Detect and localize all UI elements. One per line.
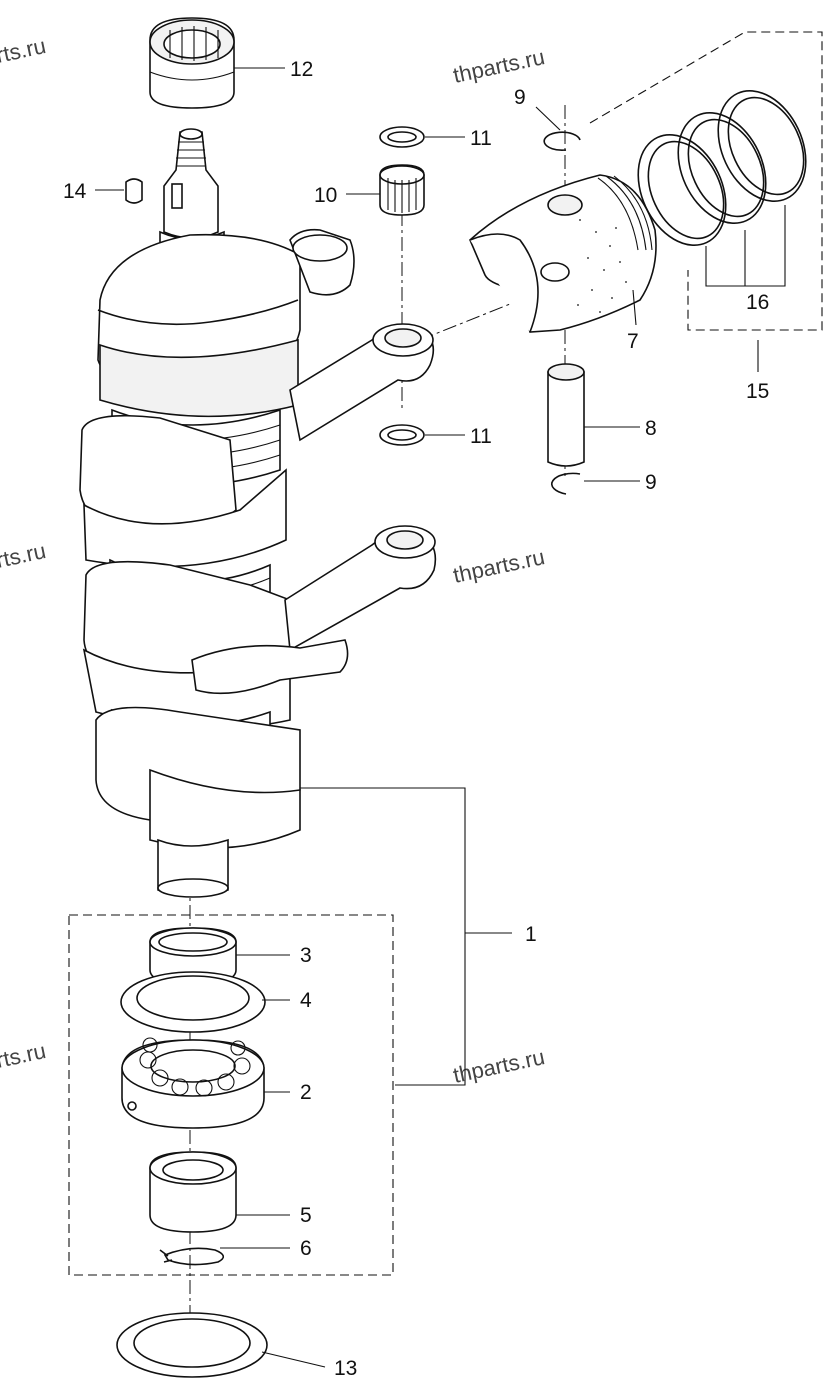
needle-bearing: [379, 164, 425, 216]
watermark: thparts.ru: [451, 544, 547, 588]
callout-13: 13: [334, 1357, 357, 1380]
watermark: rts.ru: [0, 33, 48, 68]
bearing-sleeve: [149, 927, 237, 985]
crankshaft: [79, 233, 301, 898]
callout-2: 2: [300, 1081, 312, 1104]
circlip-bottom: [551, 472, 581, 495]
lower-bush: [149, 1151, 237, 1233]
watermark: rts.ru: [0, 538, 48, 573]
callout-9-top: 9: [514, 86, 526, 109]
upper-connecting-rod: [289, 228, 435, 442]
thrust-washer-top: [379, 126, 425, 148]
callout-10: 10: [314, 184, 337, 207]
callout-4: 4: [300, 989, 312, 1012]
callout-9-bottom: 9: [645, 471, 657, 494]
callout-7: 7: [627, 330, 639, 353]
upper-bearing: [149, 17, 235, 109]
callout-15: 15: [746, 380, 769, 403]
bearing-kit-group-box: [68, 914, 394, 1276]
callout-6: 6: [300, 1237, 312, 1260]
piston-pin: [547, 363, 585, 467]
callout-8: 8: [645, 417, 657, 440]
seal-plate: [120, 971, 266, 1033]
watermark: thparts.ru: [451, 44, 547, 88]
callout-5: 5: [300, 1204, 312, 1227]
callout-11-top: 11: [470, 127, 492, 150]
piston-rings: [637, 89, 807, 247]
piston-axis: [419, 299, 521, 341]
circlip-top: [543, 131, 581, 152]
callout-12: 12: [290, 58, 313, 81]
callout-11-bottom: 11: [470, 425, 492, 448]
snap-ring: [159, 1247, 225, 1266]
callout-16: 16: [746, 291, 769, 314]
watermark: rts.ru: [0, 1038, 48, 1073]
thrust-washer-bottom: [379, 424, 425, 446]
lower-thrust-washer: [116, 1312, 268, 1378]
ball-bearing: [121, 1037, 265, 1129]
lower-connecting-rod: [191, 525, 437, 695]
callout-1: 1: [525, 923, 537, 946]
woodruff-key: [125, 178, 143, 204]
leader-lines: [95, 67, 786, 1368]
callout-3: 3: [300, 944, 312, 967]
piston: [469, 174, 657, 333]
callout-14: 14: [63, 180, 87, 203]
